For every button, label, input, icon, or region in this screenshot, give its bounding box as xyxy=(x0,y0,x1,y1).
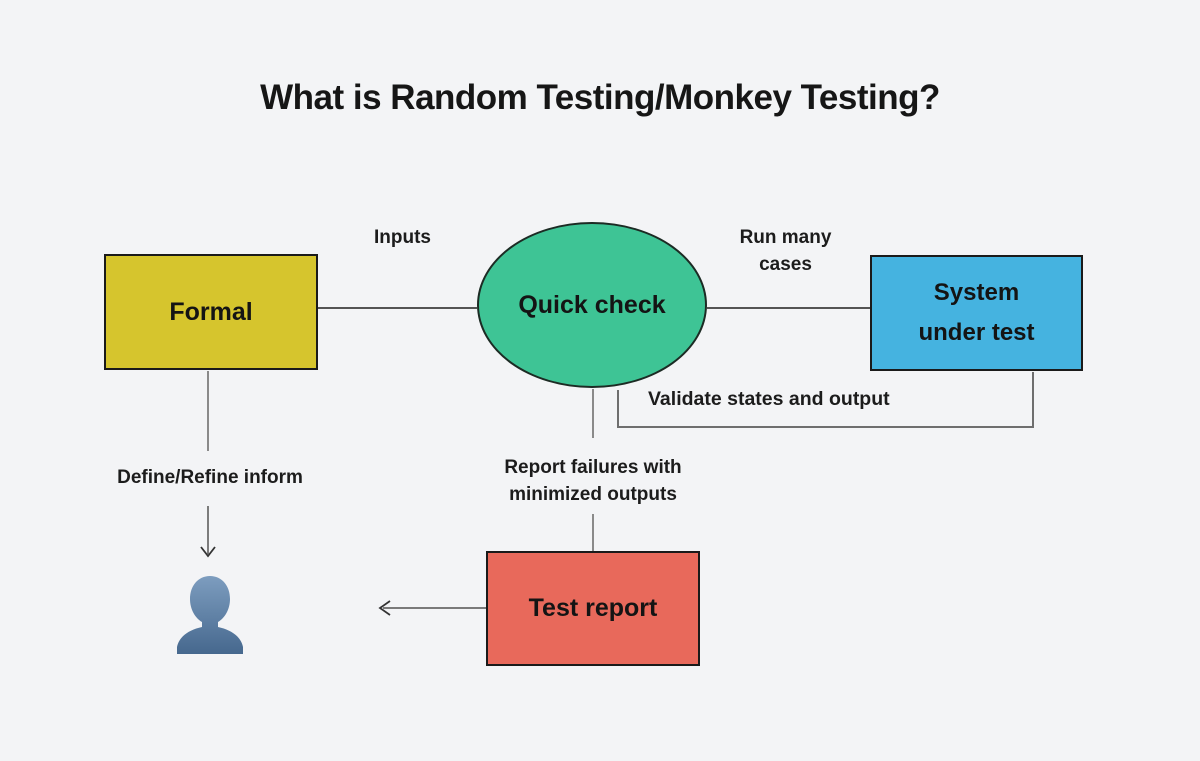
node-formal-label: Formal xyxy=(169,297,253,326)
node-system-under-test-label: System under test xyxy=(918,279,1035,346)
edge-label-validate-states: Validate states and output xyxy=(648,388,890,410)
edge-label-run-many-cases: Run many cases xyxy=(739,227,832,275)
edge-label-inputs: Inputs xyxy=(374,227,431,248)
person-icon xyxy=(177,576,243,654)
node-test-report-label: Test report xyxy=(528,594,658,622)
edge-label-define-refine: Define/Refine inform xyxy=(117,467,303,488)
edge-label-report-failures: Report failures with minimized outputs xyxy=(504,457,682,505)
arrowhead-down-icon xyxy=(200,546,216,558)
node-quick-check-label: Quick check xyxy=(518,290,666,319)
arrowhead-left-icon xyxy=(378,600,391,616)
node-formal: Formal xyxy=(104,254,318,370)
node-test-report: Test report xyxy=(486,551,700,666)
page-title: What is Random Testing/Monkey Testing? xyxy=(260,78,940,117)
node-quick-check: Quick check xyxy=(477,222,707,388)
user-node xyxy=(170,572,250,656)
node-system-under-test: System under test xyxy=(870,255,1083,371)
